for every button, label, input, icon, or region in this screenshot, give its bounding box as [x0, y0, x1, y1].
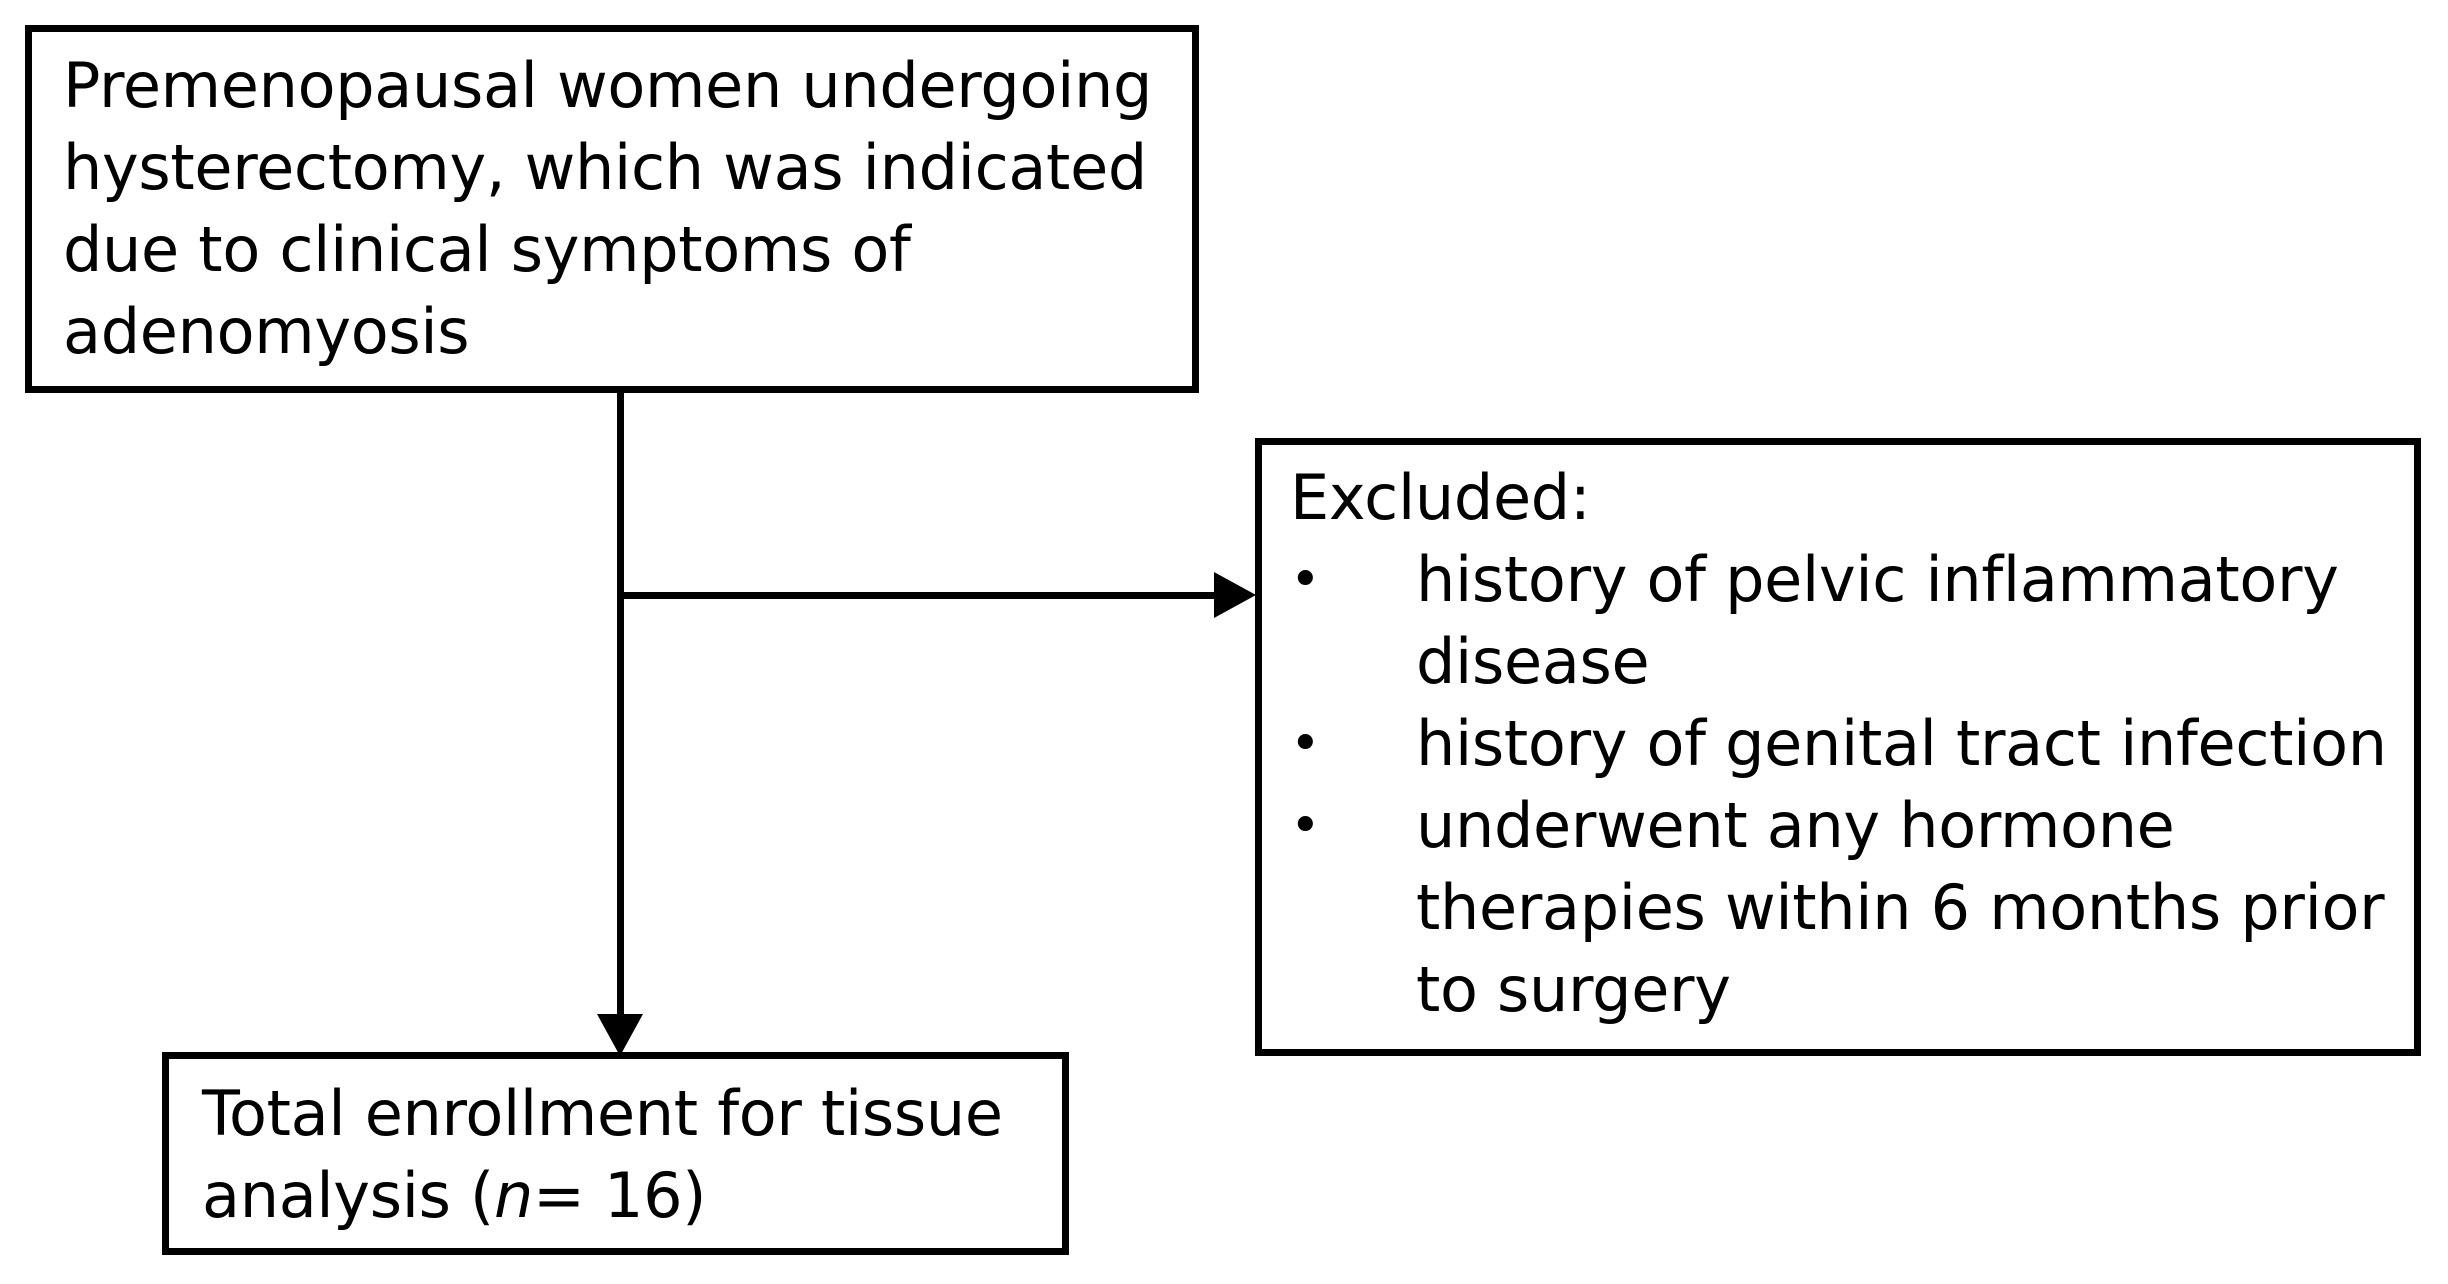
bullet-icon: • [1290, 714, 1321, 774]
exclusion-bullet-list: • history of pelvic inflammatory disease… [1290, 539, 2400, 1031]
list-item: • underwent any hormone therapies within… [1290, 785, 2400, 1031]
list-item-label: history of genital tract infection [1416, 707, 2387, 780]
list-item-label: history of pelvic inflammatory disease [1416, 543, 2339, 698]
exclusion-heading: Excluded: [1290, 461, 1591, 534]
node-source-population: Premenopausal women undergoing hysterect… [25, 25, 1199, 393]
connector-trunk-vertical [617, 392, 624, 1038]
bullet-icon: • [1290, 550, 1321, 610]
list-item-label: underwent any hormone therapies within 6… [1416, 789, 2385, 1026]
bullet-icon: • [1290, 796, 1321, 856]
sample-size-value: = 16) [532, 1159, 707, 1232]
arrowhead-right-icon [1214, 572, 1256, 618]
total-enrollment-prefix: Total enrollment for tissue analysis ( [202, 1077, 1023, 1232]
source-population-text: Premenopausal women undergoing hysterect… [63, 49, 1172, 368]
sample-size-symbol: n [493, 1159, 533, 1232]
node-total-enrollment: Total enrollment for tissue analysis (n=… [162, 1052, 1069, 1255]
connector-branch-horizontal [617, 592, 1217, 599]
list-item: • history of pelvic inflammatory disease [1290, 539, 2400, 703]
arrowhead-down-icon [597, 1014, 643, 1056]
total-enrollment-text: Total enrollment for tissue analysis (n=… [202, 1073, 1052, 1237]
list-item: • history of genital tract infection [1290, 703, 2400, 785]
node-exclusion-criteria: Excluded: • history of pelvic inflammato… [1255, 438, 2421, 1056]
